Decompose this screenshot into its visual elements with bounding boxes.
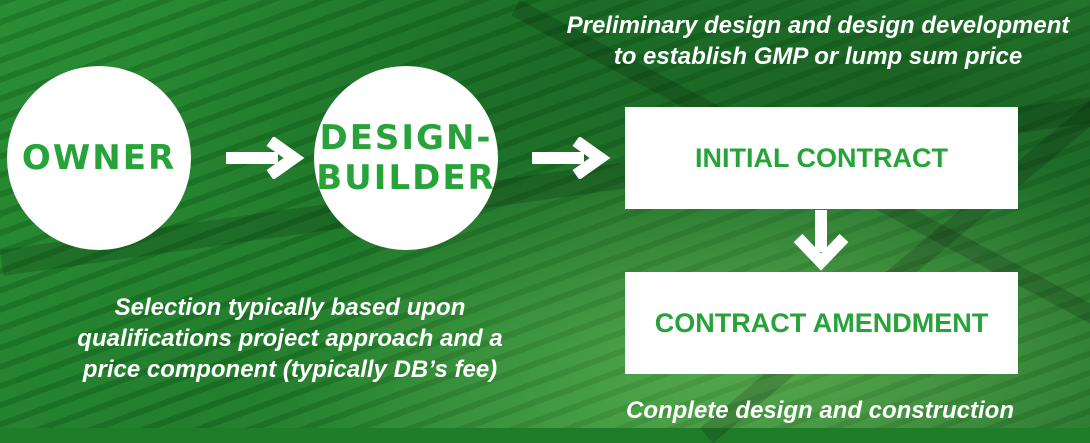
initial-contract-box: INITIAL CONTRACT <box>625 107 1018 209</box>
arrow-down-icon <box>793 210 849 271</box>
bottom-caption: Conplete design and construction <box>590 395 1050 426</box>
top-caption-line2: to establish GMP or lump sum price <box>613 43 1023 70</box>
arrow-right-icon <box>532 137 611 179</box>
owner-circle: OWNER <box>7 66 191 250</box>
design-builder-circle: DESIGN- BUILDER <box>314 66 498 250</box>
owner-label: OWNER <box>21 138 177 178</box>
top-caption: Preliminary design and design developmen… <box>548 10 1088 72</box>
design-builder-label-line1: DESIGN- <box>319 118 493 158</box>
contract-amendment-box: CONTRACT AMENDMENT <box>625 272 1018 374</box>
contract-amendment-label: CONTRACT AMENDMENT <box>654 307 989 338</box>
initial-contract-label: INITIAL CONTRACT <box>695 142 948 173</box>
left-caption: Selection typically based upon qualifica… <box>40 292 540 385</box>
left-caption-line3: price component (typically DB’s fee) <box>82 356 498 383</box>
left-caption-line2: qualifications project approach and a <box>77 325 503 352</box>
design-builder-label-line2: BUILDER <box>316 158 496 198</box>
arrow-right-icon <box>226 137 305 179</box>
top-caption-line1: Preliminary design and design developmen… <box>566 12 1070 39</box>
bottom-caption-text: Conplete design and construction <box>625 397 1015 424</box>
left-caption-line1: Selection typically based upon <box>114 294 466 321</box>
